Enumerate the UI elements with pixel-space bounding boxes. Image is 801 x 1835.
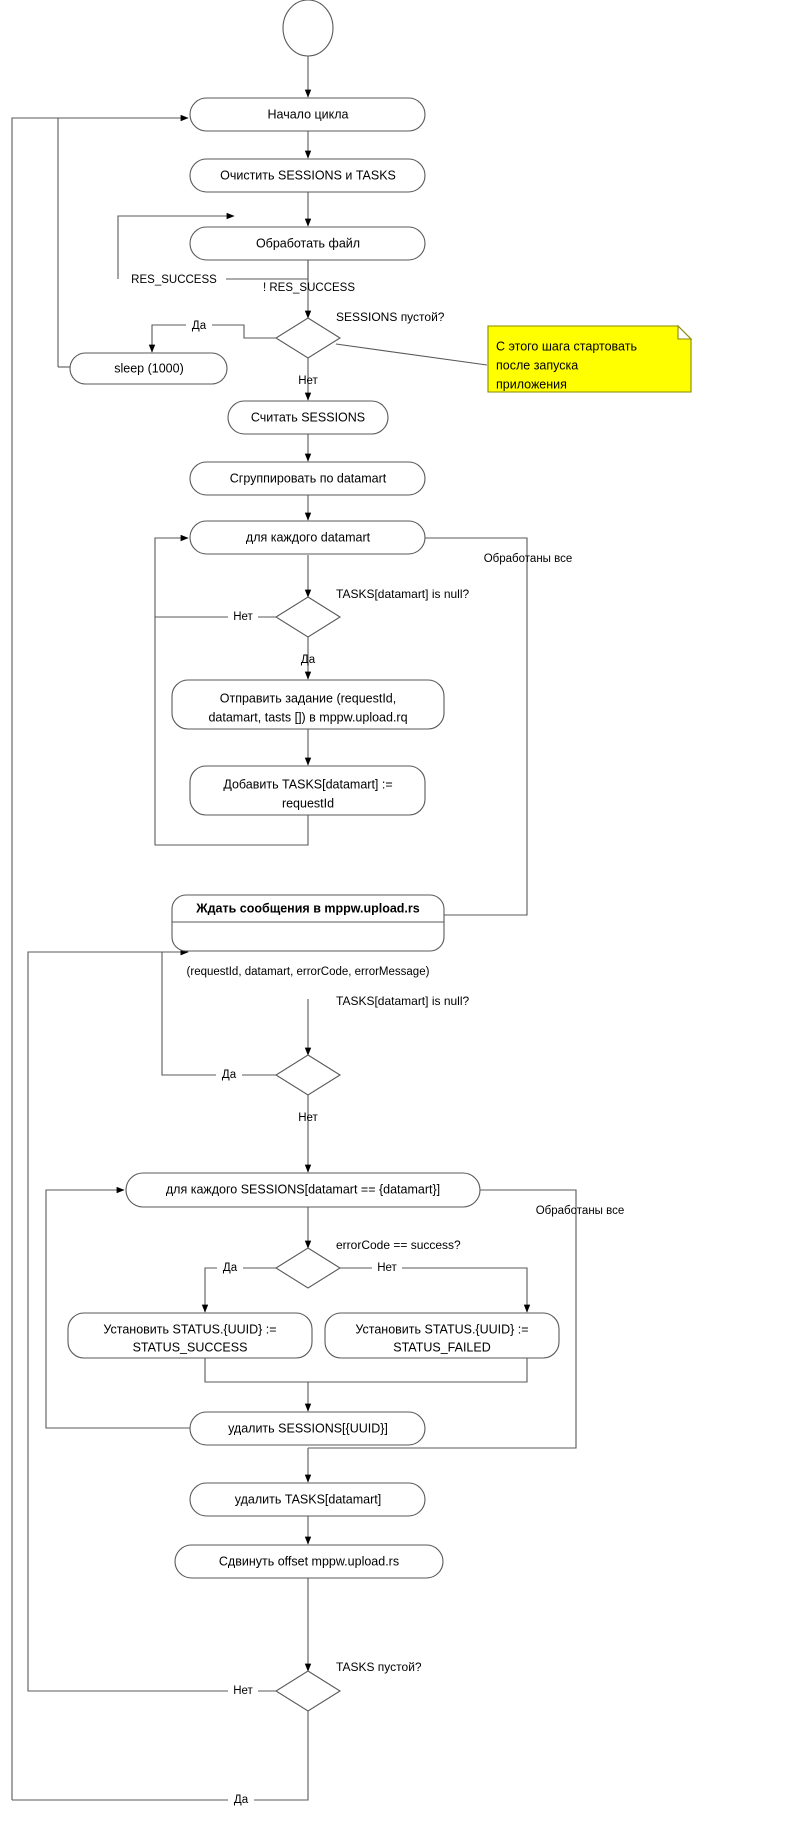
node-read-sessions-label: Считать SESSIONS	[251, 410, 365, 424]
node-sleep[interactable]: sleep (1000)	[69, 352, 228, 385]
edge-label-res-success: RES_SUCCESS	[131, 274, 217, 286]
node-send-task[interactable]: Отправить задание (requestId, datamart, …	[171, 679, 445, 730]
edge-label-yes-tasks-null-2: Да	[222, 1069, 237, 1081]
node-for-each-datamart[interactable]: для каждого datamart	[189, 520, 426, 555]
edge-label-yes-tasks-empty: Да	[234, 1794, 249, 1806]
edge-for-sessions-all-done	[308, 1189, 577, 1449]
node-add-task-line-1: Добавить TASKS[datamart] :=	[223, 777, 392, 791]
res-success-label-bg	[122, 271, 226, 287]
edge-tasks-empty-no-back	[27, 948, 276, 1692]
edge-sessions-empty-yes-to-sleep	[148, 324, 276, 353]
edge-tasks-empty-yes	[12, 1711, 309, 1801]
node-send-task-line-1: Отправить задание (requestId,	[220, 691, 396, 705]
edge-label-no-tasks-empty: Нет	[233, 1685, 253, 1697]
edge-return-outer-to-begin	[11, 114, 189, 1800]
decision-tasks-datamart-null-1[interactable]	[274, 596, 342, 638]
edge-label-yes-sessions-empty: Да	[192, 320, 207, 332]
node-send-task-line-2: datamart, tasts []) в mppw.upload.rq	[208, 710, 407, 724]
note-line-2: после запуска	[496, 358, 578, 372]
node-add-task-line-2: requestId	[282, 796, 334, 810]
decision-tasks-empty-label: TASKS пустой?	[336, 1660, 422, 1674]
edge-label-not-res-success: ! RES_SUCCESS	[263, 282, 355, 294]
edge-label-yes-tasks-null-1: Да	[301, 654, 316, 666]
decision-tasks-empty[interactable]	[274, 1670, 342, 1712]
edge-label-all-processed-1: Обработаны все	[484, 553, 573, 565]
edge-errorcode-no	[340, 1267, 531, 1313]
edge-label-yes-errorcode: Да	[223, 1262, 238, 1274]
start-node	[282, 0, 334, 57]
decision-tasks-null-1-label: TASKS[datamart] is null?	[336, 587, 469, 601]
edge-tasknull1-no-back	[154, 534, 276, 618]
node-read-sessions[interactable]: Считать SESSIONS	[227, 400, 389, 435]
node-delete-task[interactable]: удалить TASKS[datamart]	[189, 1482, 426, 1517]
node-wait-message-label: Ждать сообщения в mppw.upload.rs	[195, 901, 419, 915]
decision-errorcode-success[interactable]	[274, 1247, 342, 1289]
node-delete-session[interactable]: удалить SESSIONS[{UUID}]	[189, 1411, 426, 1446]
edge-label-all-processed-2: Обработаны все	[536, 1205, 625, 1217]
node-group-label: Сгруппировать по datamart	[230, 471, 387, 485]
node-process-file-label: Обработать файл	[256, 236, 360, 250]
node-wait-message[interactable]: Ждать сообщения в mppw.upload.rs	[171, 894, 445, 952]
decision-sessions-empty-label: SESSIONS пустой?	[336, 310, 445, 324]
node-group-by-datamart[interactable]: Сгруппировать по datamart	[189, 461, 426, 496]
decision-tasks-datamart-null-2[interactable]	[274, 1054, 342, 1096]
edge-errorcode-yes	[201, 1267, 276, 1313]
edge-note-connector	[335, 343, 488, 366]
yes-label-bg-3	[217, 1260, 243, 1275]
edge-process-res-success-back	[117, 212, 235, 279]
note-line-3: приложения	[496, 377, 567, 391]
node-status-failed-line-2: STATUS_FAILED	[393, 1340, 490, 1354]
node-start-cycle-label: Начало цикла	[267, 107, 348, 121]
edge-delete-session-loopback	[45, 1186, 190, 1429]
node-clear-label: Очистить SESSIONS и TASKS	[220, 168, 396, 182]
node-set-status-success[interactable]: Установить STATUS.{UUID} := STATUS_SUCCE…	[67, 1312, 313, 1359]
no-label-bg-1	[228, 609, 258, 624]
edge-label-no-errorcode: Нет	[377, 1262, 397, 1274]
edge-label-message-payload: (requestId, datamart, errorCode, errorMe…	[187, 966, 430, 978]
decision-sessions-empty[interactable]	[274, 317, 342, 359]
node-start-cycle[interactable]: Начало цикла	[189, 97, 426, 132]
node-delete-task-label: удалить TASKS[datamart]	[235, 1492, 381, 1506]
decision-tasks-null-2-label: TASKS[datamart] is null?	[336, 994, 469, 1008]
no-label-bg-2	[372, 1260, 402, 1275]
note-line-1: С этого шага стартовать	[496, 339, 637, 353]
no-label-bg-3	[228, 1683, 258, 1698]
node-delete-session-label: удалить SESSIONS[{UUID}]	[228, 1421, 388, 1435]
yes-label-bg-4	[228, 1792, 254, 1807]
edge-label-no-tasks-null-1: Нет	[233, 611, 253, 623]
node-status-success-line-2: STATUS_SUCCESS	[133, 1340, 248, 1354]
edge-label-no-tasks-null-2: Нет	[298, 1112, 318, 1124]
node-for-each-session[interactable]: для каждого SESSIONS[datamart == {datama…	[125, 1172, 481, 1208]
node-status-failed-line-1: Установить STATUS.{UUID} :=	[355, 1322, 528, 1336]
yes-label-bg-1	[186, 318, 212, 333]
edge-add-loopback	[154, 617, 309, 846]
edge-label-no-sessions-empty: Нет	[298, 375, 318, 387]
edge-status-merge-bar	[204, 1358, 528, 1383]
note-start-after-launch: С этого шага стартовать после запуска пр…	[487, 324, 693, 393]
node-for-each-session-label: для каждого SESSIONS[datamart == {datama…	[166, 1182, 440, 1196]
node-shift-offset[interactable]: Сдвинуть offset mppw.upload.rs	[174, 1544, 444, 1579]
node-set-status-failed[interactable]: Установить STATUS.{UUID} := STATUS_FAILE…	[324, 1312, 560, 1359]
decision-errorcode-label: errorCode == success?	[336, 1238, 461, 1252]
node-sleep-label: sleep (1000)	[114, 361, 184, 375]
node-for-each-datamart-label: для каждого datamart	[246, 530, 371, 544]
edge-process-res-success-out	[222, 260, 309, 280]
node-clear-sessions-tasks[interactable]: Очистить SESSIONS и TASKS	[189, 158, 426, 193]
node-add-task[interactable]: Добавить TASKS[datamart] := requestId	[189, 765, 426, 816]
node-shift-offset-label: Сдвинуть offset mppw.upload.rs	[219, 1554, 399, 1568]
node-status-success-line-1: Установить STATUS.{UUID} :=	[103, 1322, 276, 1336]
yes-label-bg-2	[216, 1067, 242, 1082]
node-process-file[interactable]: Обработать файл	[189, 226, 426, 261]
